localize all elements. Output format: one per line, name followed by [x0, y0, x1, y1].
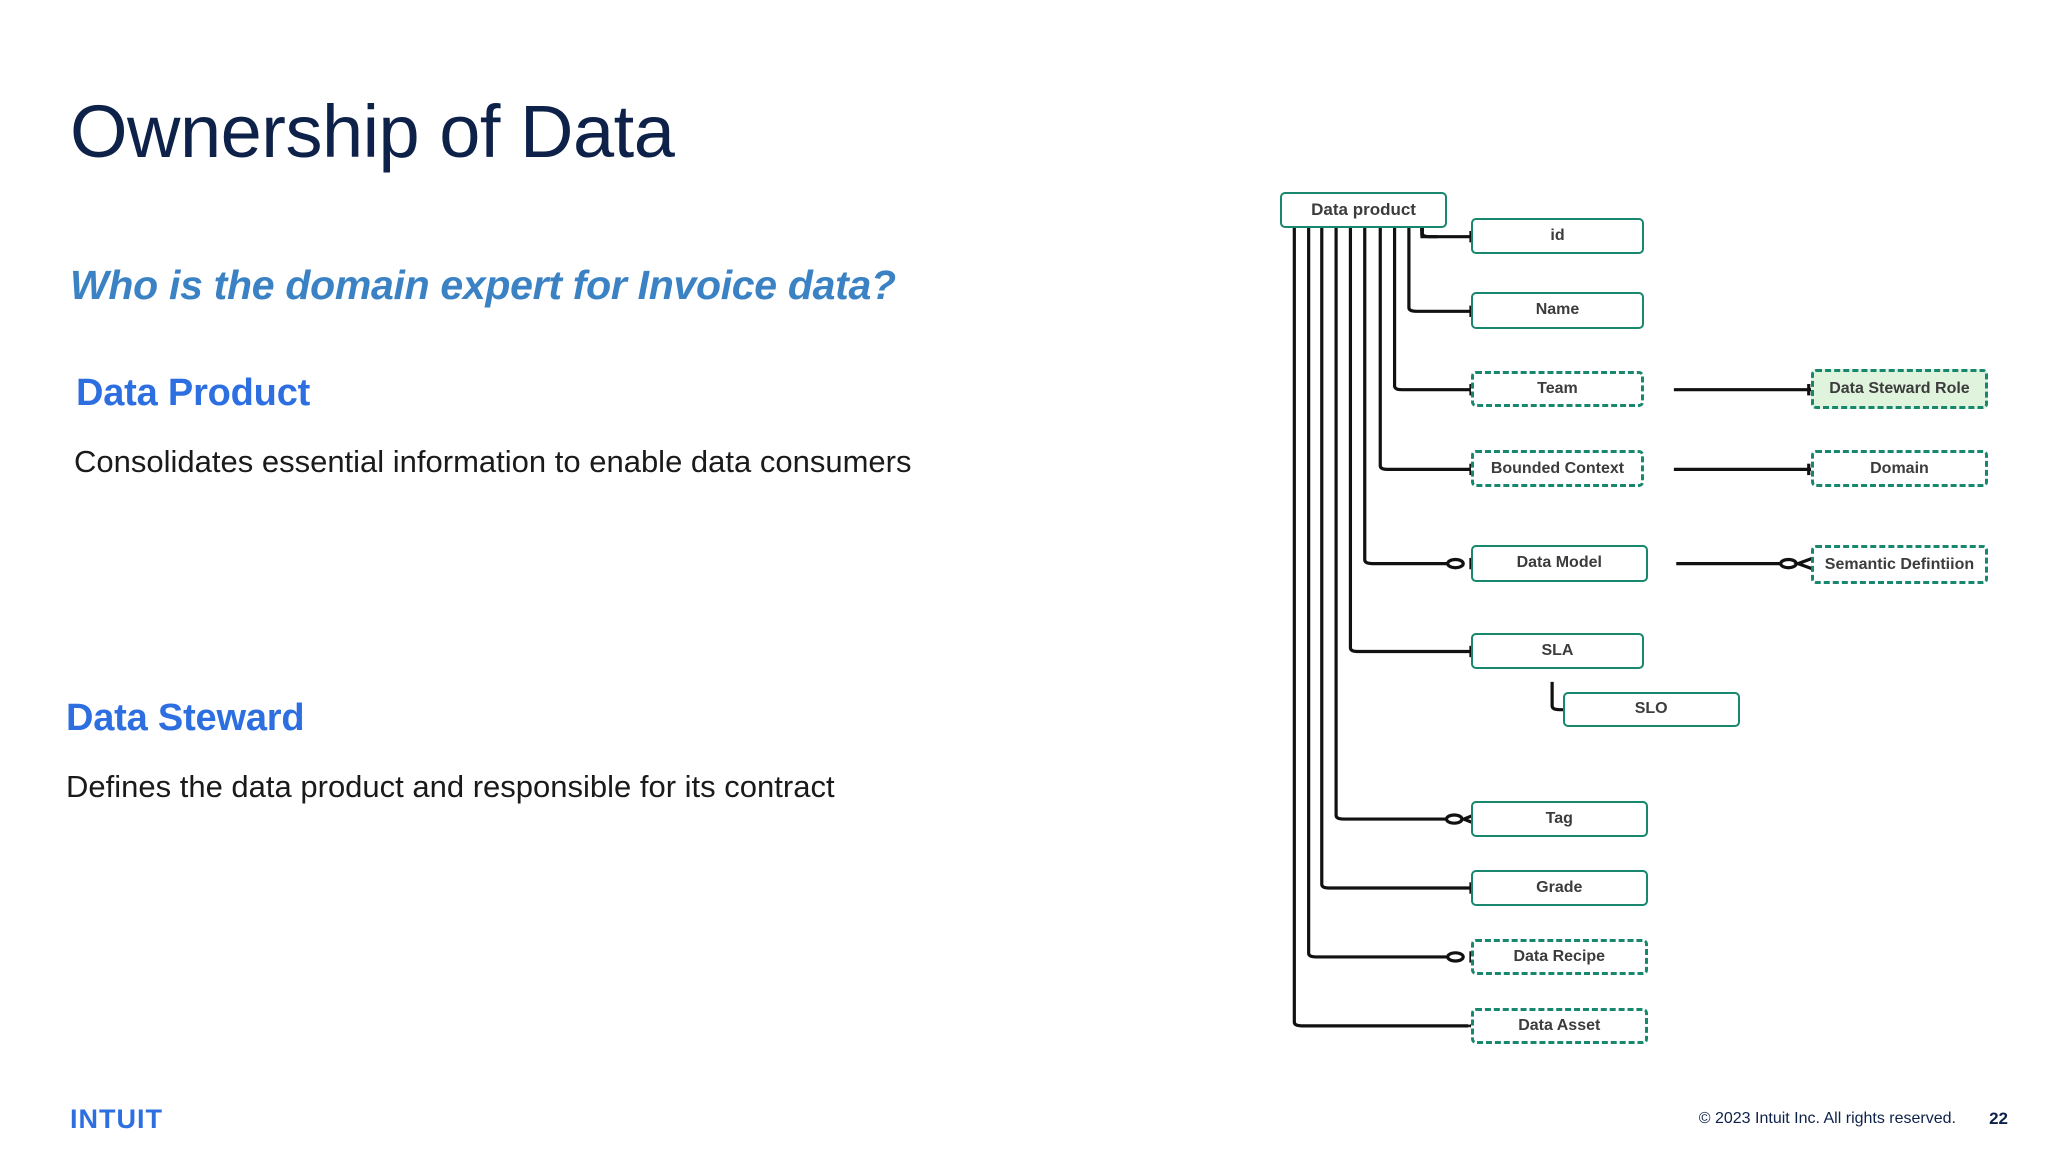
entity-team[interactable]: Team	[1470, 370, 1645, 408]
entity-bounded-context[interactable]: Bounded Context	[1470, 450, 1645, 488]
entity-grade[interactable]: Grade	[1470, 869, 1648, 907]
entity-slo[interactable]: SLO	[1562, 691, 1740, 728]
section-body-data-product: Consolidates essential information to en…	[74, 444, 912, 479]
section-body-data-steward: Defines the data product and responsible…	[66, 769, 835, 804]
section-heading-data-product: Data Product	[76, 372, 311, 414]
entity-domain[interactable]: Domain	[1811, 450, 1988, 488]
card-zero-circle-data-recipe	[1448, 953, 1464, 961]
er-connectors	[1280, 200, 2020, 1060]
page-number: 22	[1989, 1109, 2008, 1128]
copyright-text: © 2023 Intuit Inc. All rights reserved.	[1698, 1110, 1956, 1127]
slide-subtitle: Who is the domain expert for Invoice dat…	[70, 262, 896, 308]
entity-data-recipe[interactable]: Data Recipe	[1470, 938, 1648, 976]
entity-sla[interactable]: SLA	[1470, 632, 1645, 670]
entity-data-asset[interactable]: Data Asset	[1470, 1007, 1648, 1045]
entity-data-model[interactable]: Data Model	[1470, 545, 1648, 582]
page-title: Ownership of Data	[70, 90, 675, 173]
er-diagram: Data product id Name Team Bounded Contex…	[1280, 192, 2020, 1060]
entity-data-steward-role[interactable]: Data Steward Role	[1811, 369, 1988, 409]
entity-id[interactable]: id	[1470, 217, 1645, 255]
section-heading-data-steward: Data Steward	[66, 697, 305, 739]
intuit-logo: INTUIT	[70, 1104, 163, 1134]
entity-tag[interactable]: Tag	[1470, 800, 1648, 838]
entity-semantic-defintiion[interactable]: Semantic Defintiion	[1811, 545, 1988, 585]
entity-data-product[interactable]: Data product	[1280, 192, 1448, 228]
crow-semantic	[1798, 558, 1814, 569]
card-zero-circle-data-model	[1448, 559, 1464, 567]
entity-name[interactable]: Name	[1470, 292, 1645, 329]
